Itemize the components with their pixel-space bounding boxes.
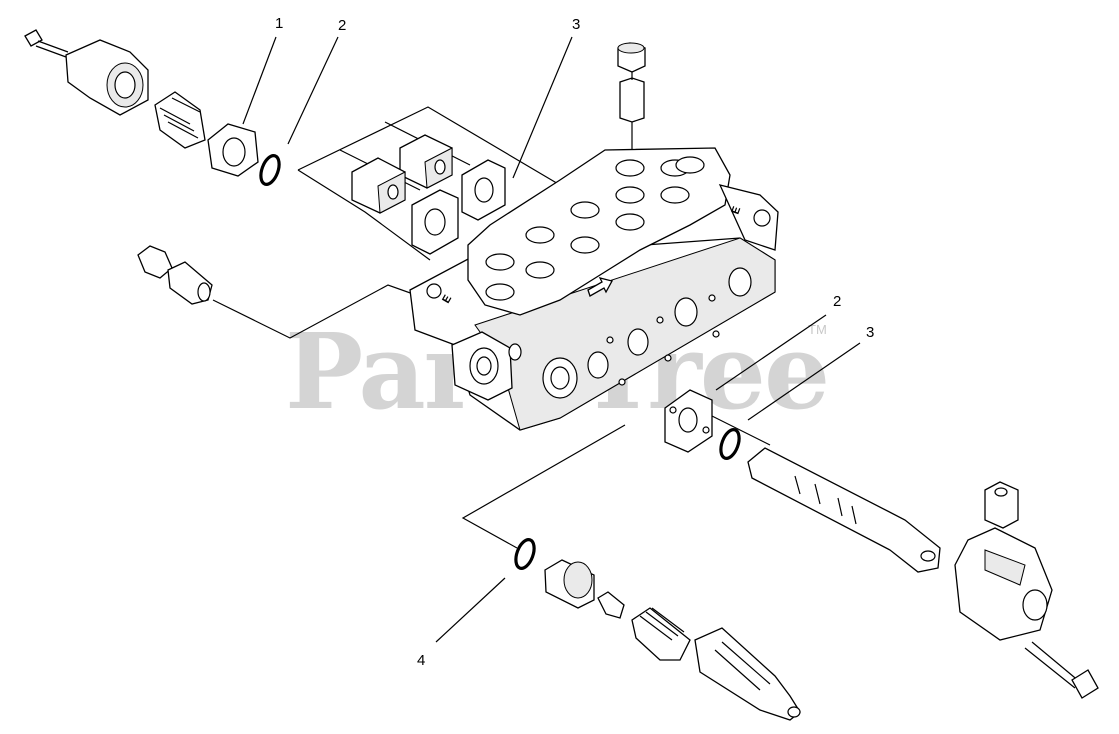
- bottom-plug: [544, 559, 595, 609]
- callout-3-right: 3: [866, 324, 874, 341]
- flange-plate: [207, 123, 259, 177]
- port-plate-upper: [461, 159, 506, 221]
- port-hole-5: [728, 267, 752, 297]
- callout-2-upper: 3: [572, 16, 580, 33]
- watermark-trademark: TM: [808, 322, 827, 337]
- callout-4: 4: [417, 652, 425, 669]
- callout-3-upper: 2: [338, 17, 346, 34]
- callout-1: 1: [275, 15, 283, 32]
- port-hole-2: [587, 351, 609, 379]
- relief-valve-cartridge: [617, 42, 646, 123]
- o-ring-right: [719, 428, 741, 460]
- bottom-poppet: [597, 591, 625, 619]
- solenoid-body: [65, 39, 149, 116]
- spool: [747, 447, 941, 573]
- body-mark-right: E: [730, 205, 744, 216]
- callout-labels: 1 2 3 2 3 4: [275, 15, 874, 669]
- valve-cap-block-lower: [351, 157, 406, 214]
- port-plate-lower: [411, 189, 459, 255]
- plug-fitting: [137, 245, 213, 305]
- arrow-icon: [587, 277, 613, 297]
- bottom-spring: [631, 607, 691, 661]
- valve-cap-block-upper: [399, 134, 453, 189]
- bracket-cap-screw: [1024, 641, 1099, 699]
- o-ring-bottom: [514, 538, 536, 570]
- port-hole-3: [627, 328, 649, 356]
- valve-top-plate: [467, 147, 779, 316]
- spool-flange-plate: [664, 389, 713, 453]
- port-hole-4: [674, 297, 698, 327]
- callout-2-right: 2: [833, 293, 841, 310]
- solenoid-cap-screw: [24, 29, 69, 58]
- spring: [154, 91, 206, 149]
- lever-bracket: [954, 481, 1053, 641]
- bottom-valve-body: [694, 627, 801, 721]
- leader-lines: [242, 36, 861, 643]
- o-ring-upper-left: [259, 154, 281, 186]
